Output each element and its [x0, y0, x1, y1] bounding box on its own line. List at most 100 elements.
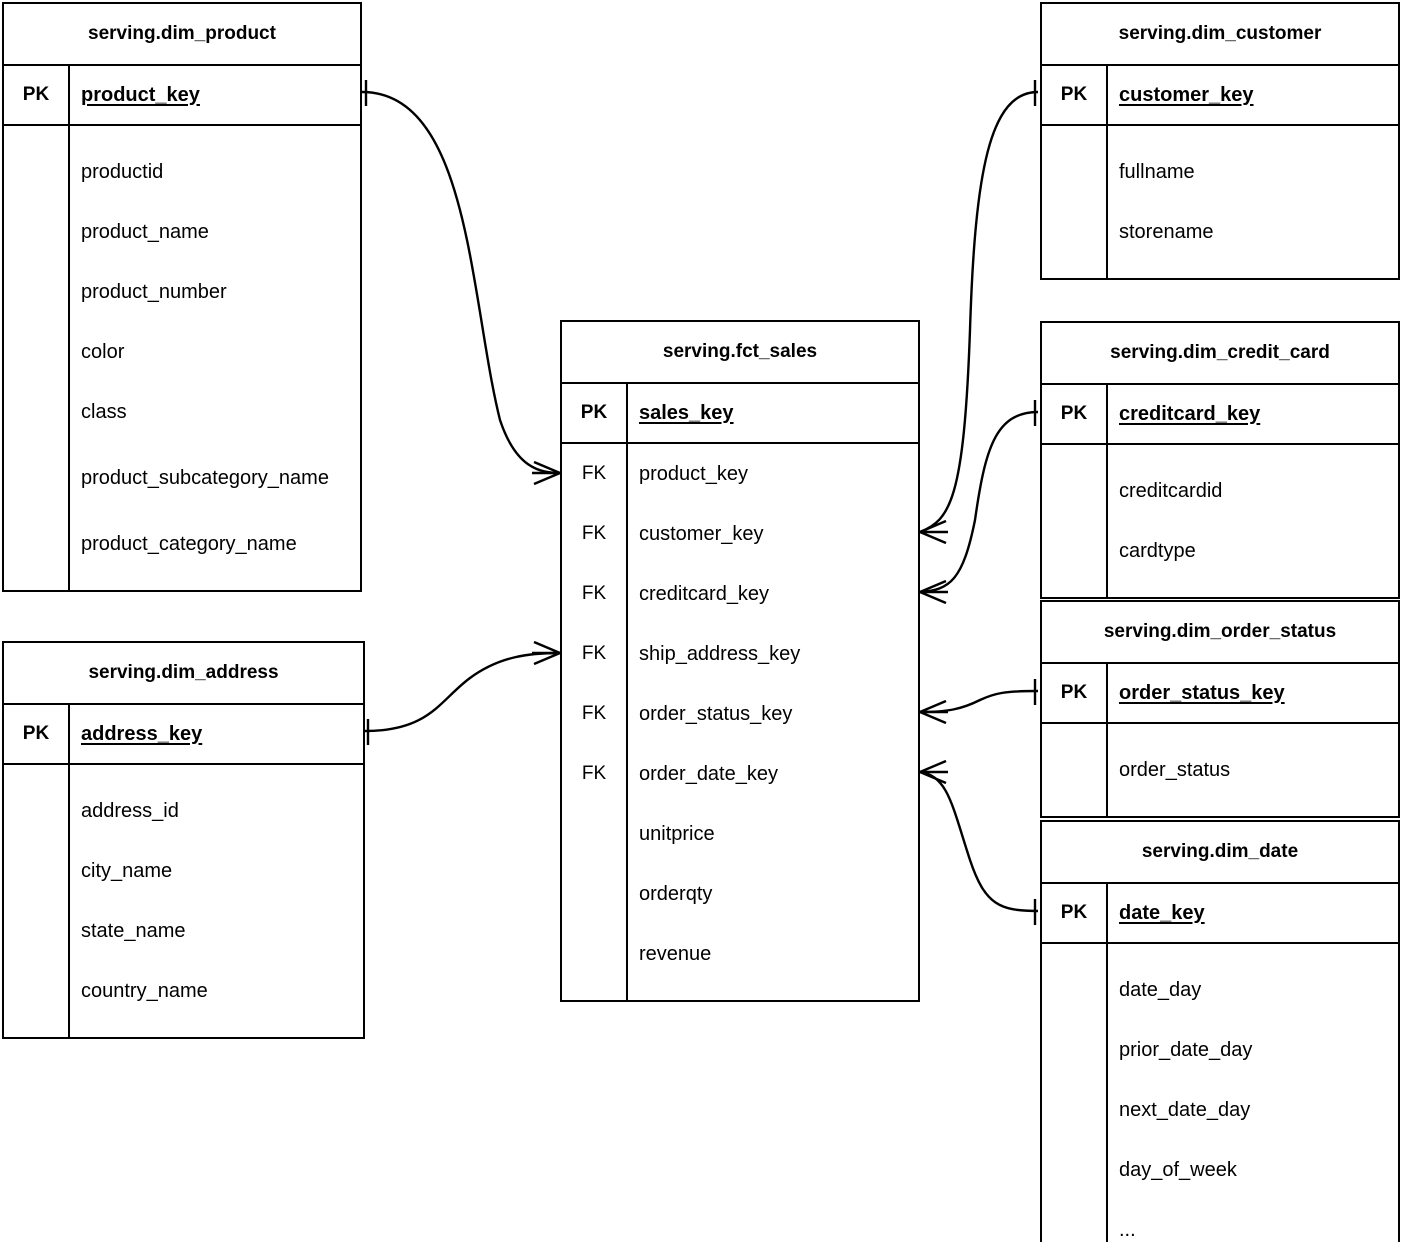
table-row[interactable]: unitprice: [562, 804, 918, 864]
row-key-badge: PK: [22, 84, 50, 105]
row-field-name: order_status: [1119, 758, 1231, 781]
entity-title-dim-product: serving.dim_product: [4, 4, 360, 66]
row-field-name: orderqty: [639, 882, 713, 905]
relationship-address-to-sales: [364, 640, 561, 745]
crows-foot-sales-orderstatus: [919, 699, 948, 725]
table-row[interactable]: FK customer_key: [562, 504, 918, 564]
table-row[interactable]: creditcardid: [1042, 461, 1398, 521]
entity-dim-address[interactable]: serving.dim_address PK address_key addre…: [2, 641, 365, 1039]
spacer: [1042, 800, 1398, 816]
row-field-name: address_id: [81, 799, 179, 822]
row-key-badge: FK: [581, 643, 607, 664]
table-row[interactable]: FK order_date_key: [562, 744, 918, 804]
row-field-name: city_name: [81, 859, 173, 882]
table-row[interactable]: state_name: [4, 901, 363, 961]
row-field-name: date_day: [1119, 978, 1202, 1001]
row-key-badge: FK: [581, 583, 607, 604]
row-field-name: product_category_name: [81, 532, 297, 555]
table-row[interactable]: FK ship_address_key: [562, 624, 918, 684]
entity-body-dim-product: PK product_key productid product_name pr…: [4, 66, 360, 590]
table-row[interactable]: prior_date_day: [1042, 1020, 1398, 1080]
table-row[interactable]: PK order_status_key: [1042, 664, 1398, 724]
table-row[interactable]: country_name: [4, 961, 363, 1021]
entity-title-dim-customer: serving.dim_customer: [1042, 4, 1398, 66]
row-key-badge: PK: [1060, 682, 1088, 703]
table-row[interactable]: PK address_key: [4, 705, 363, 765]
table-row[interactable]: PK customer_key: [1042, 66, 1398, 126]
spacer: [4, 574, 360, 590]
spacer: [1042, 262, 1398, 278]
row-field-name: creditcardid: [1119, 479, 1223, 502]
row-field-name: customer_key: [1119, 83, 1254, 106]
table-row[interactable]: product_category_name: [4, 514, 360, 574]
row-field-name: ...: [1119, 1218, 1136, 1241]
table-row[interactable]: PK creditcard_key: [1042, 385, 1398, 445]
relationship-customer-to-sales: [919, 80, 1039, 545]
spacer: [562, 984, 918, 1000]
row-field-name: creditcard_key: [639, 582, 770, 605]
row-field-name: day_of_week: [1119, 1158, 1237, 1181]
table-row[interactable]: PK sales_key: [562, 384, 918, 444]
table-row[interactable]: address_id: [4, 781, 363, 841]
entity-body-dim-credit-card: PK creditcard_key creditcardid cardtype: [1042, 385, 1398, 597]
table-row[interactable]: cardtype: [1042, 521, 1398, 581]
table-row[interactable]: productid: [4, 142, 360, 202]
spacer: [1042, 126, 1398, 142]
table-row[interactable]: product_number: [4, 262, 360, 322]
spacer: [1042, 724, 1398, 740]
crows-foot-sales-customer: [919, 519, 948, 545]
relationship-date-to-sales: [919, 759, 1039, 925]
table-row[interactable]: color: [4, 322, 360, 382]
table-row[interactable]: city_name: [4, 841, 363, 901]
entity-title-dim-address: serving.dim_address: [4, 643, 363, 705]
table-row[interactable]: orderqty: [562, 864, 918, 924]
row-key-badge: PK: [1060, 902, 1088, 923]
row-field-name: customer_key: [639, 522, 764, 545]
table-row[interactable]: ...: [1042, 1200, 1398, 1242]
row-field-name: product_name: [81, 220, 209, 243]
entity-fct-sales[interactable]: serving.fct_sales PK sales_key FK produc…: [560, 320, 920, 1002]
relationship-orderstatus-to-sales: [919, 679, 1039, 725]
table-row[interactable]: PK date_key: [1042, 884, 1398, 944]
row-field-name: productid: [81, 160, 164, 183]
entity-dim-product[interactable]: serving.dim_product PK product_key produ…: [2, 2, 362, 592]
entity-dim-date[interactable]: serving.dim_date PK date_key date_day pr…: [1040, 820, 1400, 1242]
row-field-name: creditcard_key: [1119, 402, 1261, 425]
table-row[interactable]: FK product_key: [562, 444, 918, 504]
table-row[interactable]: storename: [1042, 202, 1398, 262]
row-field-name: ship_address_key: [639, 642, 801, 665]
row-field-name: product_key: [81, 83, 200, 106]
row-field-name: color: [81, 340, 125, 363]
table-row[interactable]: FK creditcard_key: [562, 564, 918, 624]
entity-dim-order-status[interactable]: serving.dim_order_status PK order_status…: [1040, 600, 1400, 818]
table-row[interactable]: class: [4, 382, 360, 442]
table-row[interactable]: product_subcategory_name: [4, 442, 360, 514]
table-row[interactable]: date_day: [1042, 960, 1398, 1020]
table-row[interactable]: PK product_key: [4, 66, 360, 126]
spacer: [4, 765, 363, 781]
table-row[interactable]: day_of_week: [1042, 1140, 1398, 1200]
entity-dim-customer[interactable]: serving.dim_customer PK customer_key ful…: [1040, 2, 1400, 280]
table-row[interactable]: fullname: [1042, 142, 1398, 202]
relationship-creditcard-to-sales: [919, 400, 1039, 605]
table-row[interactable]: revenue: [562, 924, 918, 984]
table-row[interactable]: next_date_day: [1042, 1080, 1398, 1140]
row-key-badge: PK: [580, 402, 608, 423]
row-field-name: country_name: [81, 979, 208, 1002]
row-field-name: class: [81, 400, 127, 423]
row-field-name: order_status_key: [1119, 681, 1285, 704]
row-field-name: unitprice: [639, 822, 715, 845]
row-key-badge: PK: [1060, 84, 1088, 105]
spacer: [1042, 581, 1398, 597]
table-row[interactable]: product_name: [4, 202, 360, 262]
row-field-name: address_key: [81, 722, 203, 745]
row-field-name: order_status_key: [639, 702, 793, 725]
table-row[interactable]: order_status: [1042, 740, 1398, 800]
entity-body-dim-customer: PK customer_key fullname storename: [1042, 66, 1398, 278]
entity-title-dim-credit-card: serving.dim_credit_card: [1042, 323, 1398, 385]
spacer: [4, 126, 360, 142]
entity-dim-credit-card[interactable]: serving.dim_credit_card PK creditcard_ke…: [1040, 321, 1400, 599]
crows-foot-sales-address: [532, 640, 561, 666]
table-row[interactable]: FK order_status_key: [562, 684, 918, 744]
